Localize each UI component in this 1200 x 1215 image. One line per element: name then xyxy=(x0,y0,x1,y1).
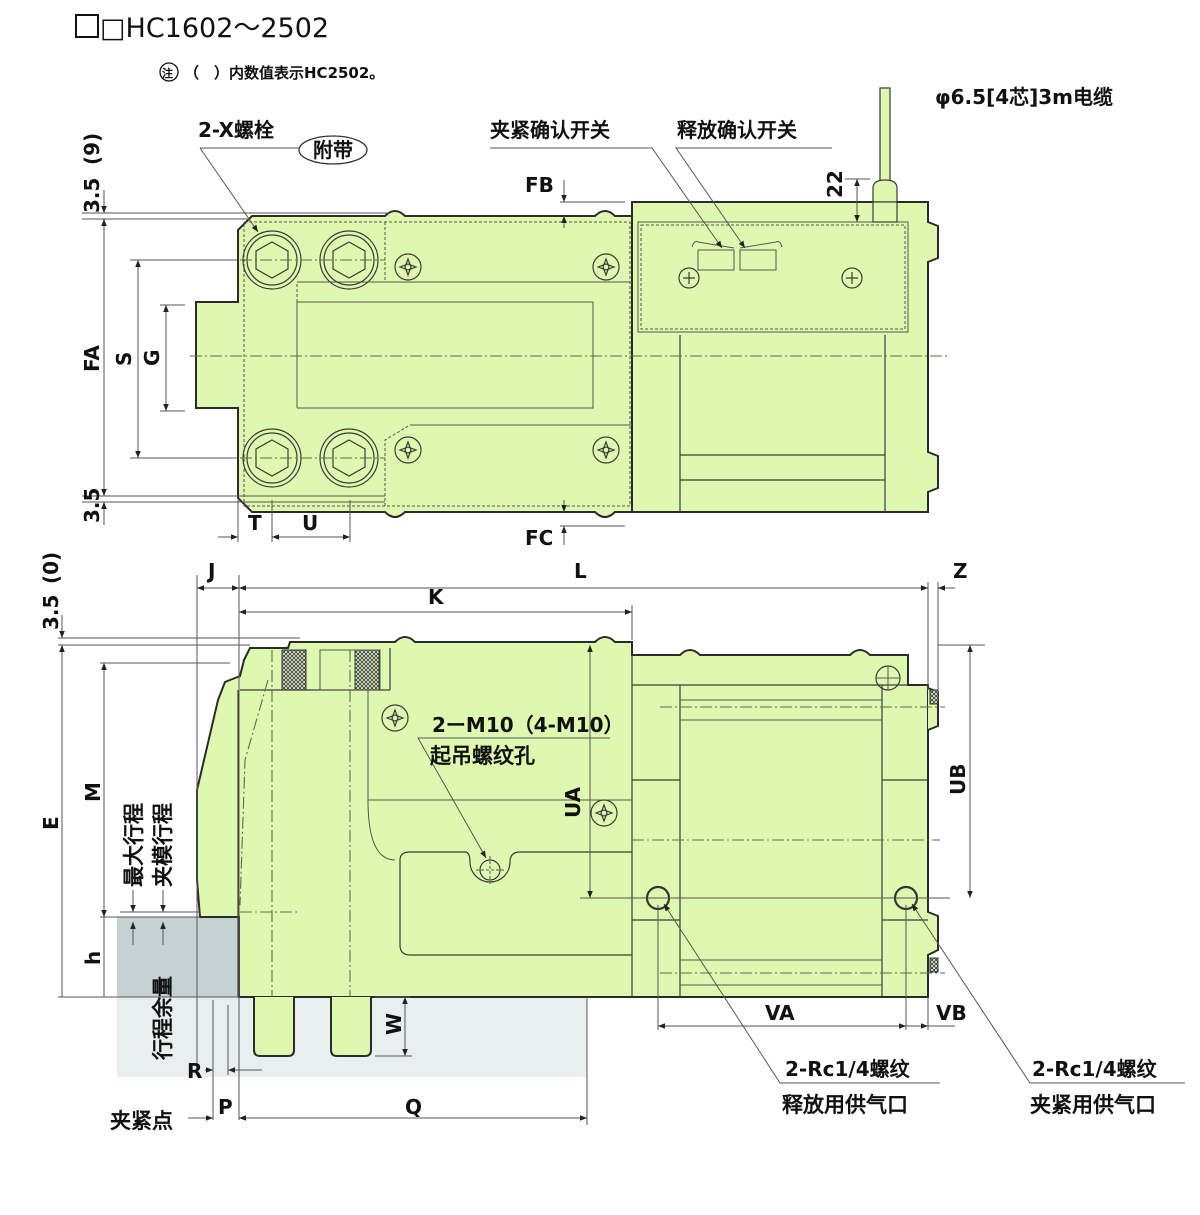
screw-icon xyxy=(841,267,863,289)
dim-R: R xyxy=(187,1059,202,1083)
dim-E: E xyxy=(39,816,63,830)
dim-Z: Z xyxy=(953,559,968,583)
dim-UA: UA xyxy=(561,786,585,818)
screw-icon xyxy=(592,253,620,281)
clamp-port-thread-label: 2-Rc1/4螺纹 xyxy=(1032,1057,1158,1081)
screw-icons xyxy=(394,253,863,464)
dim-Q: Q xyxy=(405,1095,422,1119)
square-symbol-icon xyxy=(75,14,99,38)
note-text: （ ）内数值表示HC2502。 xyxy=(184,64,384,82)
dim-FB: FB xyxy=(525,173,554,197)
dim-G: G xyxy=(140,350,164,366)
clamp-port-label: 夹紧用供气口 xyxy=(1030,1093,1156,1117)
dim-K: K xyxy=(428,585,445,609)
clamp-switch xyxy=(697,249,735,271)
dim-UB: UB xyxy=(946,764,970,795)
dim-h: h xyxy=(81,951,105,965)
screw-icon xyxy=(394,253,422,281)
release-port-label: 释放用供气口 xyxy=(782,1093,908,1117)
top-view: 2-X螺栓 附带 夹紧确认开关 释放确认开关 φ6.5[4芯]3m电缆 22 3… xyxy=(80,85,1113,550)
dim-T: T xyxy=(248,511,262,535)
page-title: □HC1602～2502 xyxy=(100,13,329,44)
dim-FA: FA xyxy=(80,345,104,372)
clamp-point-label: 夹紧点 xyxy=(110,1109,173,1133)
dim-VA: VA xyxy=(765,1001,795,1025)
side-view: 3.5 (0) J L K Z E M h 最大行程 夹模行程 行程余量 W R… xyxy=(39,552,1185,1133)
top-margin-alt-label: (9) xyxy=(80,133,104,165)
clamp-switch-label: 夹紧确认开关 xyxy=(490,118,610,142)
pin xyxy=(253,997,295,1057)
dimensions-side xyxy=(58,575,1185,1125)
top-margin-label: 3.5 xyxy=(80,178,104,213)
dim-S: S xyxy=(112,352,136,366)
stroke-margin-zone xyxy=(117,917,239,997)
cylinder-body-outline xyxy=(631,201,939,513)
cable-height-label: 22 xyxy=(823,170,847,198)
screw-icon xyxy=(394,436,422,464)
side-top-margin-label: 3.5 xyxy=(39,595,63,630)
release-switch xyxy=(739,249,777,271)
lifting-hole-icon xyxy=(476,856,504,884)
cable xyxy=(872,87,898,223)
lifting-thread-label: 2ーM10（4-M10） xyxy=(432,713,624,737)
included-label: 附带 xyxy=(313,138,353,162)
dim-FC: FC xyxy=(525,526,553,550)
pin xyxy=(330,997,372,1057)
dim-L: L xyxy=(574,559,587,583)
dim-U: U xyxy=(302,511,318,535)
screw-icon xyxy=(678,267,700,289)
max-stroke-label: 最大行程 xyxy=(122,803,146,887)
screw-icon xyxy=(592,436,620,464)
clamp-stroke-label: 夹模行程 xyxy=(151,803,175,887)
stroke-margin-label: 行程余量 xyxy=(151,976,175,1061)
side-top-margin-alt-label: (0) xyxy=(39,552,63,584)
cable-label: φ6.5[4芯]3m电缆 xyxy=(935,85,1113,109)
seal-hatch xyxy=(281,649,307,691)
lifting-hole-label: 起吊螺纹孔 xyxy=(429,744,535,768)
note-icon-text: 注 xyxy=(162,66,173,80)
included-badge xyxy=(298,135,368,165)
dim-VB: VB xyxy=(936,1001,967,1025)
bottom-margin-label: 3.5 xyxy=(80,488,104,523)
dim-J: J xyxy=(206,559,215,583)
dim-W: W xyxy=(382,1013,406,1035)
side-body-outline xyxy=(196,636,939,998)
title-block: □HC1602～2502 注 （ ）内数值表示HC2502。 xyxy=(75,13,384,82)
note-circle-icon xyxy=(159,62,179,82)
dim-P: P xyxy=(218,1095,233,1119)
bolt-label: 2-X螺栓 xyxy=(198,118,274,142)
seal-hatch xyxy=(354,649,380,691)
dim-M: M xyxy=(81,782,105,802)
screw-icon xyxy=(381,704,409,732)
switch-box xyxy=(637,221,909,333)
release-switch-label: 释放确认开关 xyxy=(677,118,797,142)
release-port-thread-label: 2-Rc1/4螺纹 xyxy=(785,1057,911,1081)
dimensions-top xyxy=(82,147,870,545)
clamp-body-outline xyxy=(195,210,633,518)
